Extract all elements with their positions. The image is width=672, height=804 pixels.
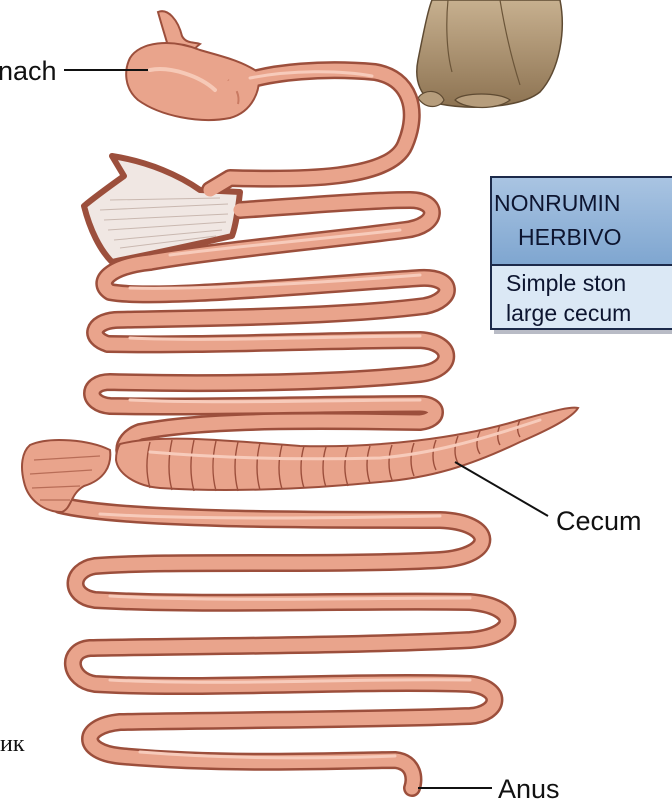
rabbit-illustration: [417, 0, 562, 108]
infobox-body-line2: large cecum: [506, 302, 631, 325]
stomach: [126, 11, 259, 120]
side-text-fragment: ик: [0, 732, 25, 756]
infobox-heading-line1: NONRUMIN: [494, 192, 621, 215]
infobox-heading-line2: HERBIVO: [518, 226, 622, 249]
stomach-label: nach: [0, 58, 57, 85]
colon-bulge: [22, 440, 110, 512]
nonruminant-herbivore-infobox: NONRUMIN HERBIVO Simple ston large cecum: [490, 176, 672, 330]
cecum-leader-line: [455, 462, 548, 516]
cecum-label: Cecum: [556, 508, 642, 535]
small-intestine: [92, 70, 447, 464]
infobox-body: Simple ston large cecum: [492, 266, 672, 328]
infobox-body-line1: Simple ston: [506, 272, 626, 295]
large-intestine: [60, 505, 508, 788]
anus-label: Anus: [498, 776, 560, 803]
infobox-header: NONRUMIN HERBIVO: [492, 178, 672, 266]
